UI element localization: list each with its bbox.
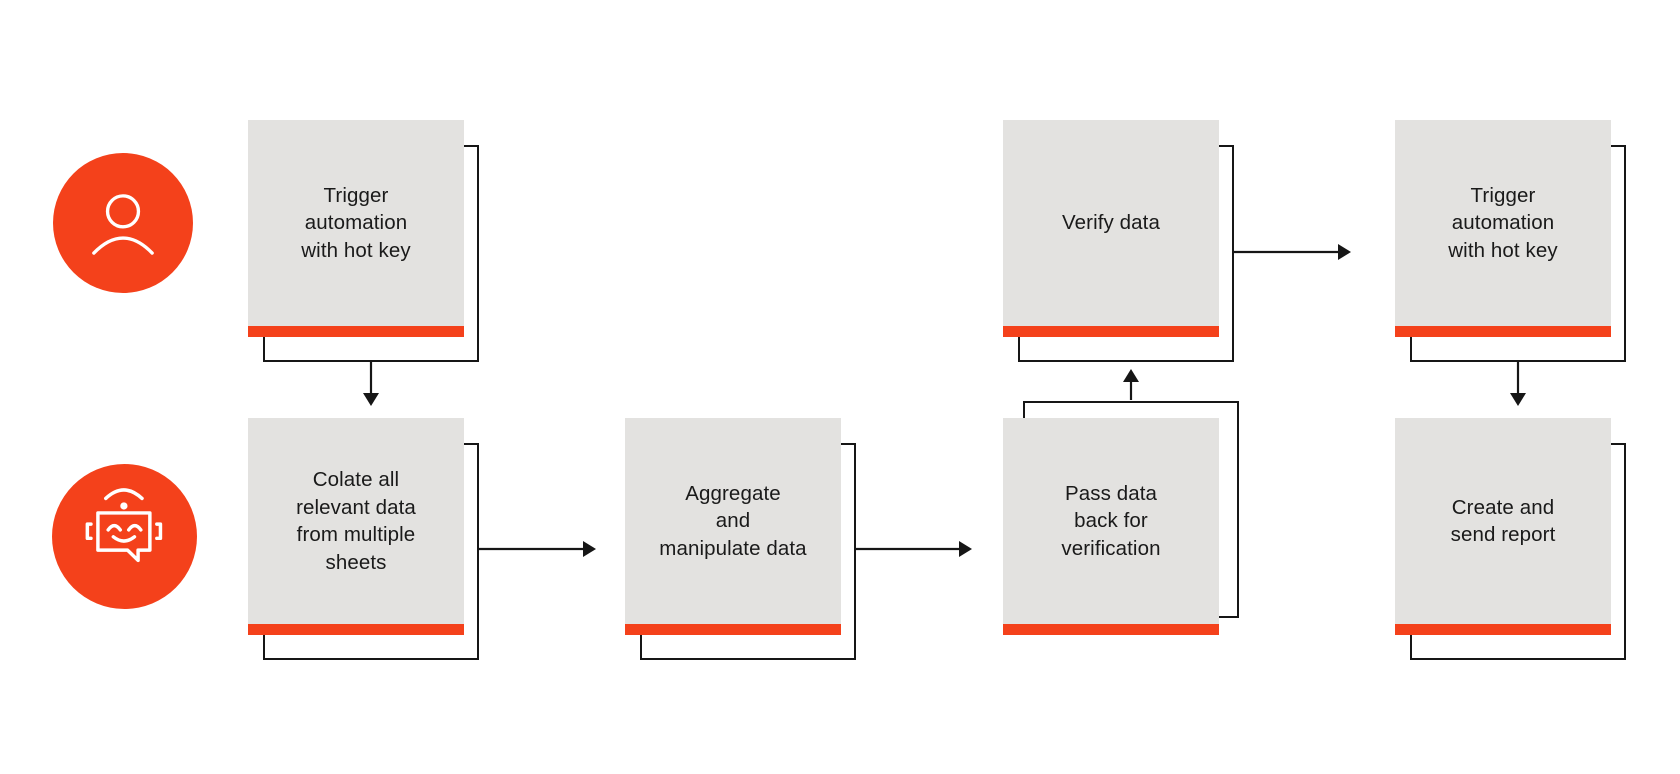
flow-node-create-send-report: Create and send report (1395, 418, 1626, 660)
node-box: Verify data (1003, 120, 1219, 337)
node-label: Colate all relevant data from multiple s… (296, 468, 416, 574)
flow-node-aggregate-data: Aggregate and manipulate data (625, 418, 856, 660)
node-box: Trigger automation with hot key (1395, 120, 1611, 337)
robot-chat-icon (85, 488, 163, 563)
node-label: Aggregate and manipulate data (659, 481, 807, 560)
flow-node-pass-data-back: Pass data back for verification (1003, 401, 1239, 635)
flow-node-verify-data: Verify data (1003, 120, 1234, 362)
node-box: Aggregate and manipulate data (625, 418, 841, 635)
user-actor-badge (53, 153, 193, 293)
flow-node-colate-data: Colate all relevant data from multiple s… (248, 418, 479, 660)
node-label: Pass data back for verification (1061, 481, 1161, 560)
node-label: Trigger automation with hot key (1448, 183, 1558, 262)
flow-node-trigger-automation-1: Trigger automation with hot key (248, 120, 479, 362)
node-label: Verify data (1062, 211, 1160, 235)
node-box: Colate all relevant data from multiple s… (248, 418, 464, 635)
node-box: Trigger automation with hot key (248, 120, 464, 337)
person-icon (92, 194, 154, 255)
flow-node-trigger-automation-2: Trigger automation with hot key (1395, 120, 1626, 362)
node-label: Create and send report (1450, 495, 1556, 547)
bot-actor-badge (52, 464, 197, 609)
node-box: Create and send report (1395, 418, 1611, 635)
node-label: Trigger automation with hot key (301, 183, 411, 262)
node-box: Pass data back for verification (1003, 418, 1219, 635)
